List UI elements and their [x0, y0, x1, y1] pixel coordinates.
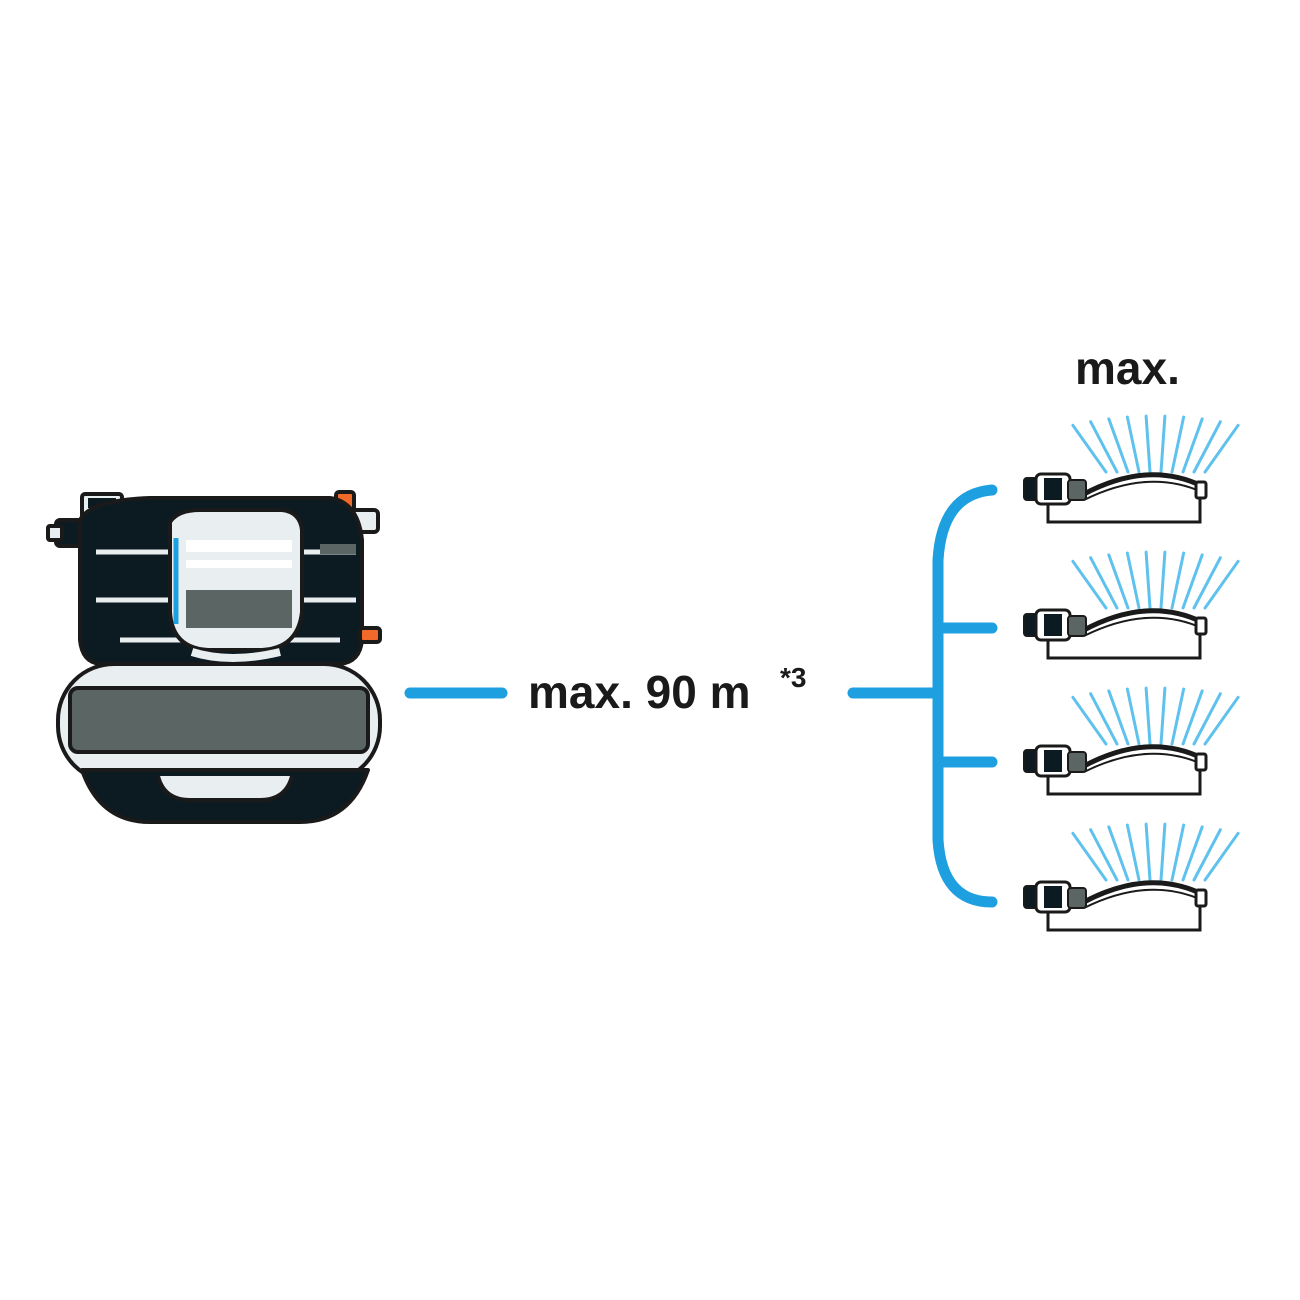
- water-spray: [1071, 414, 1240, 474]
- distance-label: max. 90 m: [528, 666, 750, 718]
- sprinkler-icon: [1023, 686, 1240, 796]
- sprinkler-icon: [1023, 550, 1240, 660]
- water-spray: [1071, 550, 1240, 610]
- sprinkler-icon: [1023, 822, 1240, 932]
- sprinkler-group: [1023, 414, 1240, 932]
- water-spray: [1071, 822, 1240, 882]
- pump-icon: [46, 490, 382, 824]
- water-spray: [1071, 686, 1240, 746]
- sprinkler-icon: [1023, 414, 1240, 524]
- hose-distributor: [924, 484, 998, 908]
- sprinkler-count-label: max.: [1075, 342, 1180, 394]
- distance-footnote: *3: [780, 662, 806, 693]
